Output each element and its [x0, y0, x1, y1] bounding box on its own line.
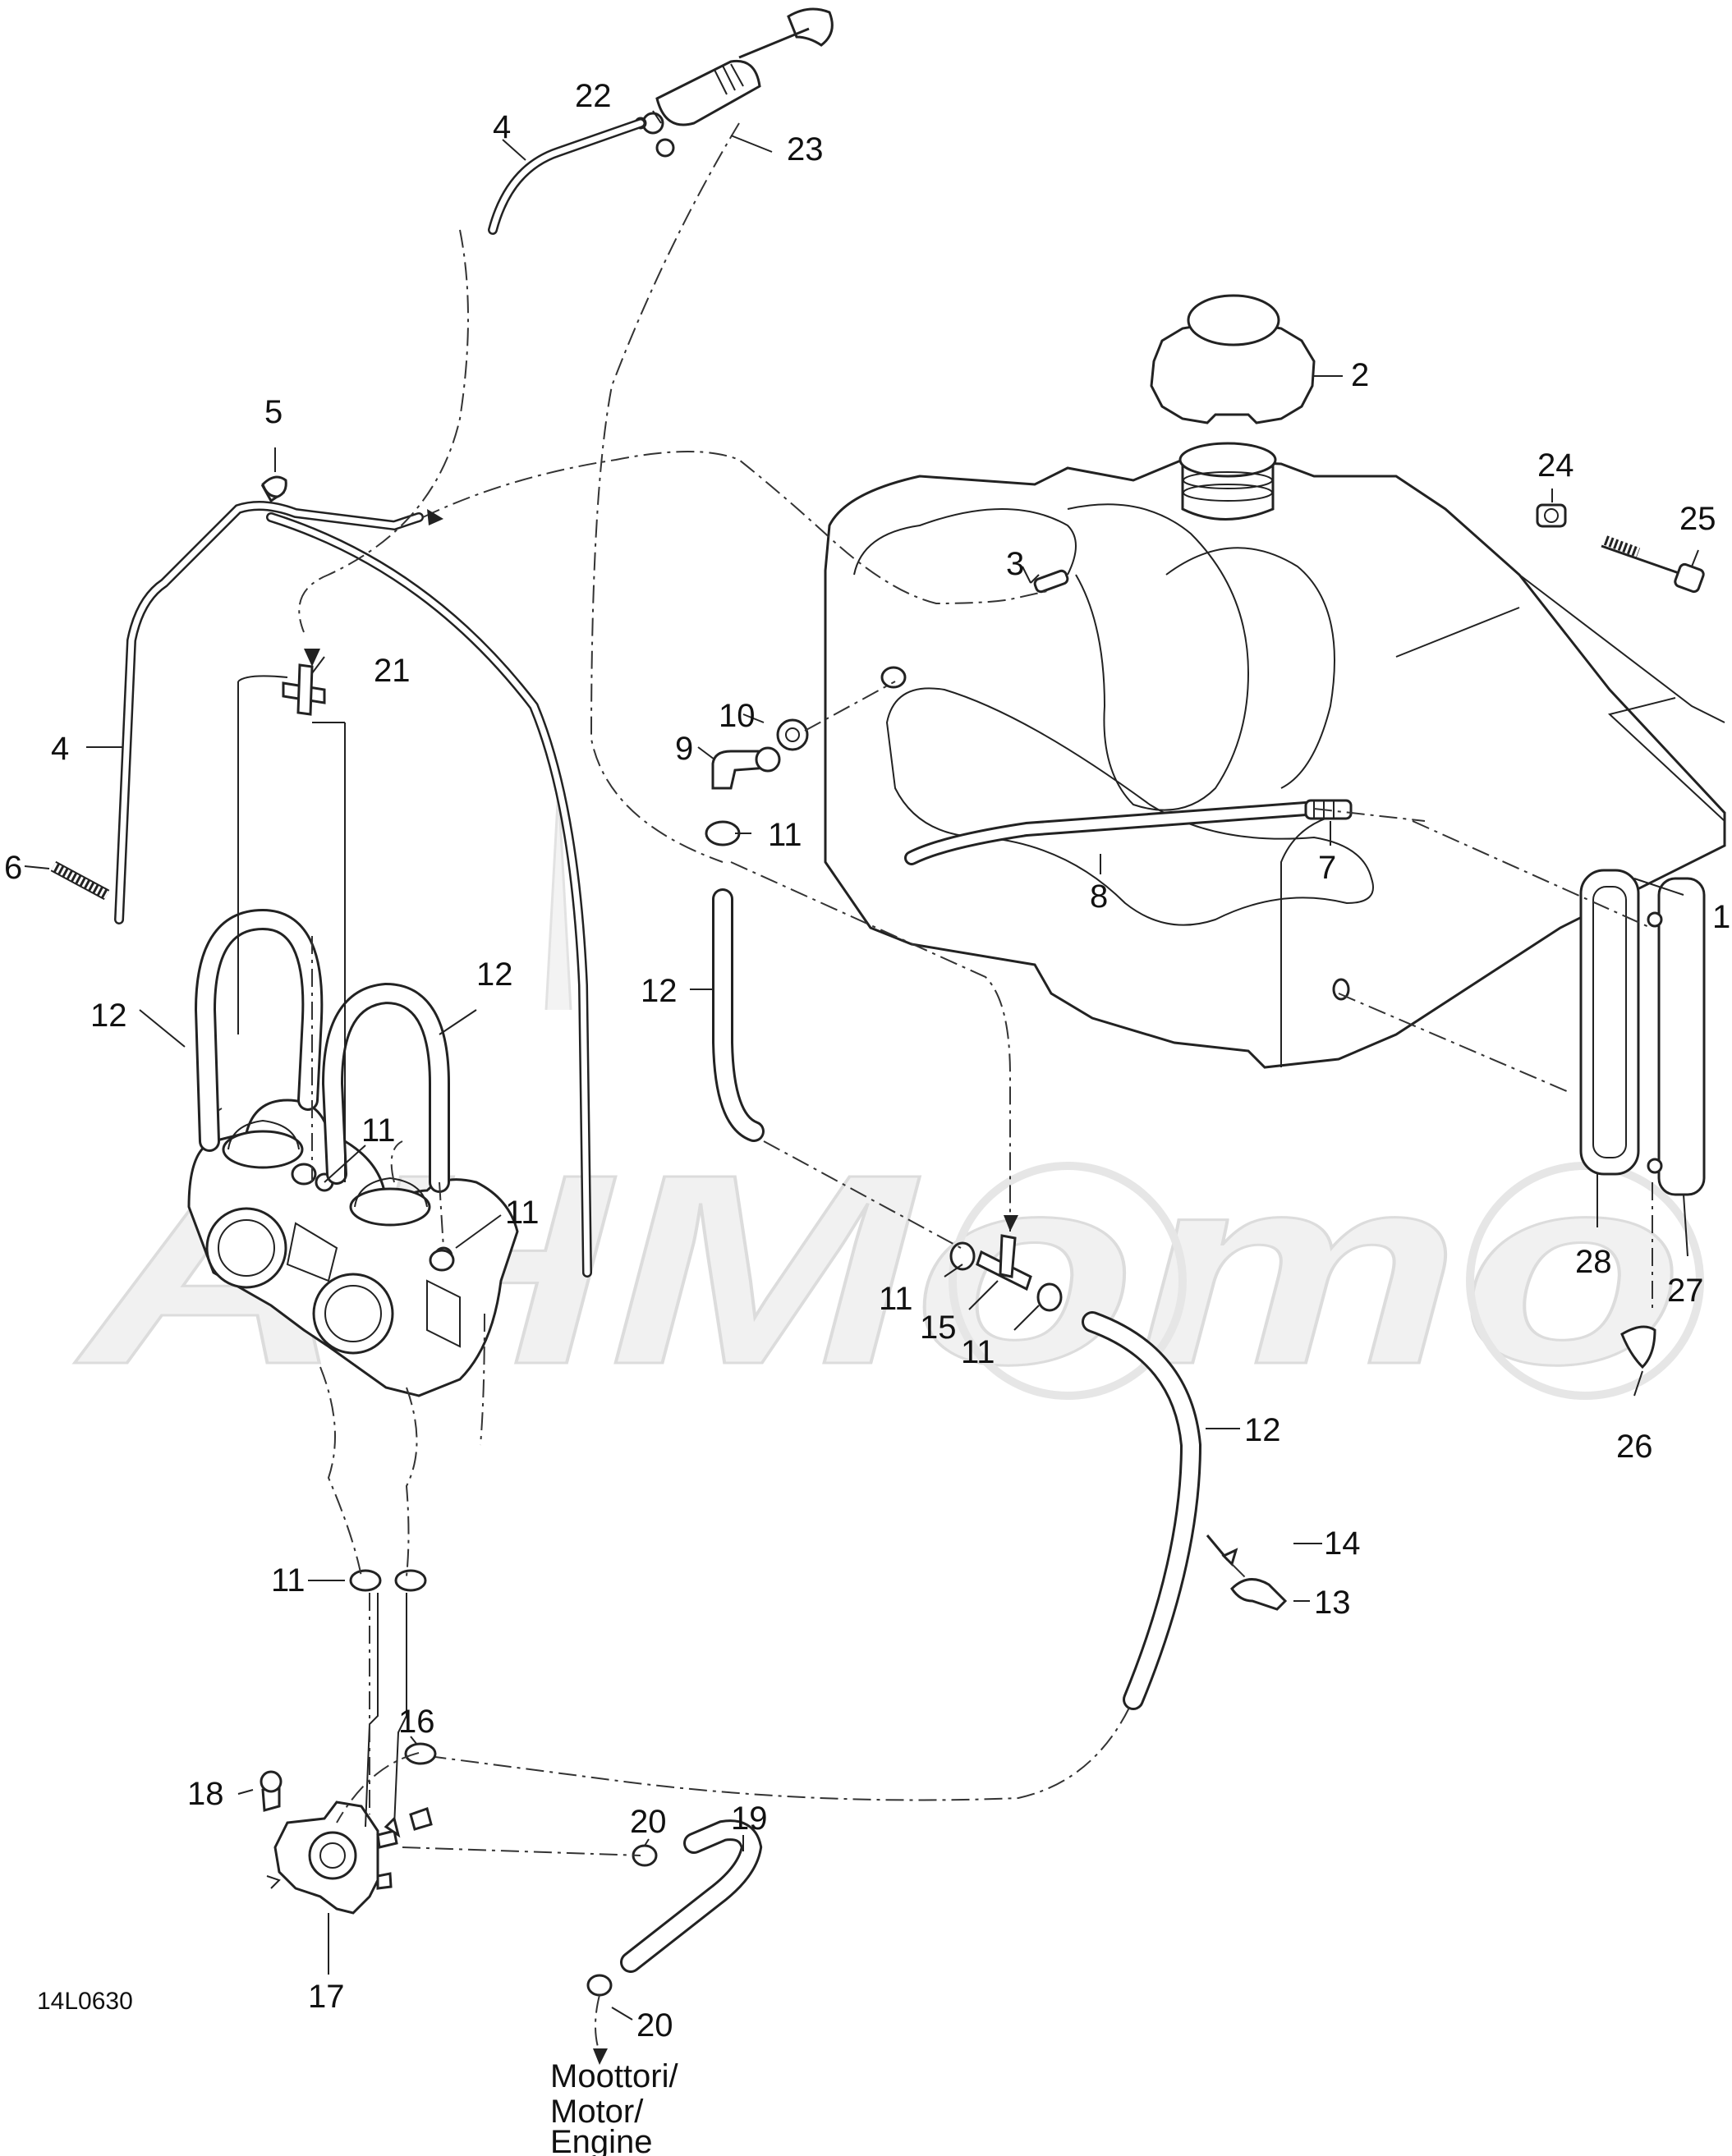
- callout-4: 4: [493, 109, 511, 145]
- fuel-hose-center: [712, 888, 765, 1142]
- callout-20: 20: [630, 1804, 667, 1840]
- destination-note-line-2: Motor/: [550, 2094, 644, 2130]
- destination-note-line-3: Engine: [550, 2124, 653, 2156]
- callout-14: 14: [1324, 1525, 1361, 1562]
- pump-lines: [365, 1593, 433, 1838]
- callout-10: 10: [719, 698, 756, 734]
- callout-7: 7: [1318, 850, 1336, 886]
- callout-26: 26: [1616, 1429, 1653, 1465]
- callout-25: 25: [1679, 501, 1716, 537]
- spring: [50, 860, 110, 901]
- callout-6: 6: [4, 850, 22, 886]
- fuel-tee: [976, 1234, 1032, 1291]
- primer-tee: [237, 663, 346, 1182]
- carburetors: [187, 1099, 519, 1446]
- flow-arrows: [304, 509, 1018, 2065]
- diagram-code: 14L0630: [37, 1988, 133, 2015]
- callout-11: 11: [961, 1334, 995, 1370]
- clamp-16: [404, 1742, 437, 1765]
- callout-9: 9: [675, 731, 693, 767]
- callout-5: 5: [264, 394, 283, 430]
- callout-21: 21: [374, 653, 411, 689]
- callout-12: 12: [90, 998, 127, 1034]
- callout-12: 12: [476, 956, 513, 993]
- callout-22: 22: [575, 78, 612, 114]
- outlet-elbow: [711, 718, 809, 790]
- clip-and-rivet: [1206, 1534, 1288, 1611]
- nut-and-bolt: [1536, 503, 1705, 594]
- callout-20: 20: [636, 2007, 673, 2044]
- callout-13: 13: [1314, 1585, 1351, 1621]
- callout-8: 8: [1090, 878, 1108, 915]
- callout-11: 11: [361, 1112, 396, 1149]
- callout-12: 12: [641, 973, 678, 1009]
- callout-3: 3: [1006, 546, 1024, 582]
- callout-24: 24: [1537, 447, 1574, 484]
- fuel-hose-right: [1082, 1311, 1202, 1710]
- callout-28: 28: [1575, 1244, 1612, 1280]
- choke-cable: [114, 118, 645, 1278]
- fuel-pump: [260, 1770, 398, 1915]
- destination-note-line-1: Moottori/: [550, 2058, 678, 2094]
- fuel-tank: [824, 442, 1726, 1069]
- grommet: [261, 475, 287, 498]
- callout-19: 19: [731, 1800, 768, 1837]
- destination-note: Moottori/ Motor/ Engine: [550, 2058, 678, 2156]
- callout-12: 12: [1244, 1412, 1281, 1448]
- callout-11: 11: [271, 1562, 306, 1599]
- callout-11: 11: [879, 1281, 913, 1317]
- fuel-cap: [1150, 294, 1316, 424]
- callout-11: 11: [505, 1195, 540, 1231]
- callout-labels: 1 2 3 4 4 5 6 7 8 9 10 11 11 11 11 11 11…: [4, 78, 1730, 2044]
- callout-27: 27: [1667, 1273, 1704, 1309]
- callout-23: 23: [787, 131, 824, 167]
- fuel-level-gauge: [1579, 869, 1706, 1369]
- callout-1: 1: [1712, 899, 1730, 935]
- routing-lines: [298, 122, 1653, 2053]
- primer-pump: [634, 7, 834, 158]
- callout-18: 18: [187, 1776, 224, 1812]
- callout-17: 17: [308, 1979, 345, 2015]
- callout-11: 11: [768, 817, 802, 853]
- vent-hoses: [194, 908, 450, 1193]
- callout-4: 4: [51, 731, 69, 767]
- callout-16: 16: [398, 1704, 435, 1740]
- callout-15: 15: [920, 1310, 957, 1346]
- callout-2: 2: [1351, 357, 1369, 393]
- leader-lines: [24, 110, 1699, 2021]
